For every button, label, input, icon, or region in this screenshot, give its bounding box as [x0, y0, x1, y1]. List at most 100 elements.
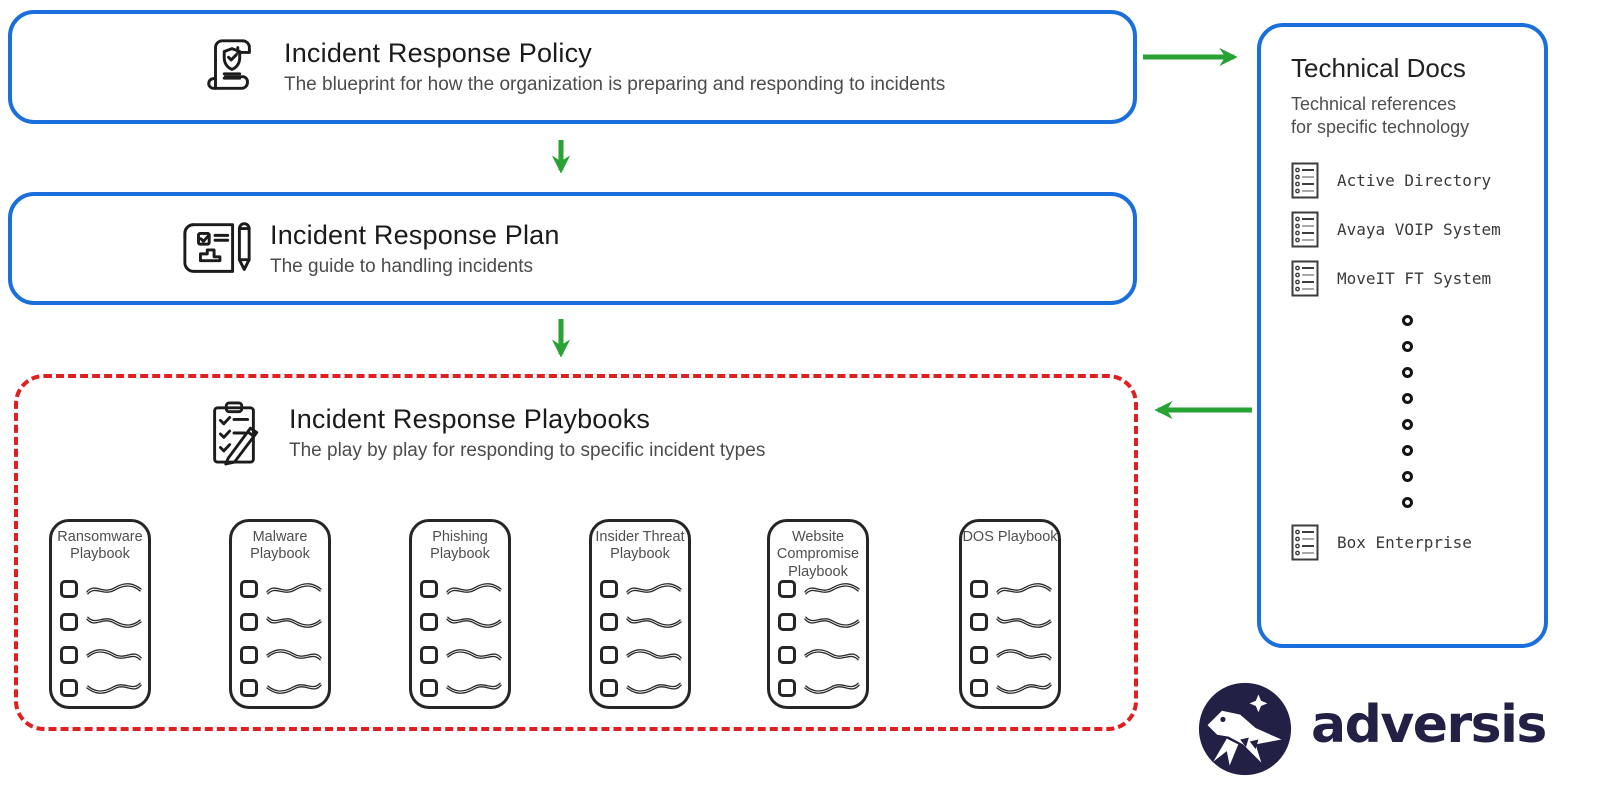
- checklist-row: [238, 645, 323, 665]
- squiggle-line-icon: [625, 583, 682, 595]
- playbooks-clipboard-icon: [213, 401, 259, 466]
- checklist-row: [238, 678, 323, 698]
- checklist-row: [776, 645, 861, 665]
- checkbox-icon: [777, 613, 796, 631]
- tech-doc-item: Active Directory: [1291, 162, 1544, 199]
- vertical-ellipsis: [1397, 314, 1417, 508]
- squiggle-line-icon: [265, 583, 322, 595]
- checkbox-icon: [59, 646, 78, 664]
- checkbox-icon: [599, 613, 618, 631]
- checkbox-icon: [599, 679, 618, 697]
- squiggle-line-icon: [995, 583, 1052, 595]
- checkbox-icon: [777, 679, 796, 697]
- squiggle-line-icon: [625, 649, 682, 661]
- plan-blueprint-icon: [183, 221, 251, 273]
- checklist-row: [776, 678, 861, 698]
- squiggle-line-icon: [85, 682, 142, 694]
- checkbox-icon: [59, 580, 78, 598]
- adversis-logo: adversis: [1197, 681, 1547, 777]
- ellipsis-dot: [1401, 470, 1413, 482]
- policy-scroll-icon: [207, 39, 251, 90]
- checkbox-icon: [239, 679, 258, 697]
- checklist-row: [58, 612, 143, 632]
- squiggle-line-icon: [445, 682, 502, 694]
- tech-doc-item: MoveIT FT System: [1291, 260, 1544, 297]
- tech-doc-label: Active Directory: [1337, 170, 1492, 190]
- checklist-row: [598, 612, 683, 632]
- playbook-checklist: [776, 579, 861, 698]
- checklist-row: [418, 579, 503, 599]
- tech-doc-label: Avaya VOIP System: [1337, 219, 1501, 239]
- playbook-card-title: Insider Threat Playbook: [595, 529, 685, 563]
- policy-text: Incident Response Policy The blueprint f…: [284, 38, 945, 96]
- checklist-row: [968, 645, 1053, 665]
- technical-docs-title: Technical Docs: [1291, 53, 1466, 83]
- checklist-row: [598, 678, 683, 698]
- playbook-card-title: Ransomware Playbook: [57, 529, 143, 563]
- squiggle-line-icon: [85, 649, 142, 661]
- checkbox-icon: [419, 613, 438, 631]
- squiggle-line-icon: [995, 649, 1052, 661]
- checklist-row: [58, 678, 143, 698]
- doc-list-icon: [1291, 260, 1319, 297]
- doc-list-icon: [1291, 162, 1319, 199]
- squiggle-line-icon: [445, 583, 502, 595]
- incident-response-playbooks-box: Incident Response Playbooks The play by …: [14, 374, 1138, 731]
- checklist-row: [418, 645, 503, 665]
- doc-list-icon: [1291, 524, 1319, 561]
- checkbox-icon: [969, 613, 988, 631]
- technical-docs-list-tail: Box Enterprise: [1291, 524, 1544, 561]
- ellipsis-dot: [1401, 418, 1413, 430]
- checklist-row: [968, 612, 1053, 632]
- checkbox-icon: [969, 580, 988, 598]
- checkbox-icon: [239, 580, 258, 598]
- playbook-checklist: [598, 579, 683, 698]
- bird-logo-icon: [1198, 682, 1292, 776]
- incident-response-plan-box: Incident Response Plan The guide to hand…: [8, 192, 1137, 305]
- ellipsis-dot: [1401, 392, 1413, 404]
- checkbox-icon: [419, 580, 438, 598]
- playbook-card-title: Website Compromise Playbook: [776, 529, 860, 580]
- checkbox-icon: [969, 679, 988, 697]
- checklist-row: [58, 579, 143, 599]
- playbooks-header: Incident Response Playbooks The play by …: [203, 398, 765, 468]
- checklist-row: [238, 579, 323, 599]
- squiggle-line-icon: [265, 682, 322, 694]
- technical-docs-box: Technical Docs Technical references for …: [1257, 23, 1548, 648]
- playbook-card-malware: Malware Playbook: [229, 519, 331, 709]
- policy-subtitle: The blueprint for how the organization i…: [284, 74, 946, 95]
- checklist-row: [238, 612, 323, 632]
- squiggle-line-icon: [803, 682, 860, 694]
- playbooks-subtitle: The play by play for responding to speci…: [289, 440, 766, 461]
- squiggle-line-icon: [85, 583, 142, 595]
- squiggle-line-icon: [625, 616, 682, 628]
- playbook-card-title: Phishing Playbook: [430, 529, 490, 563]
- playbook-card-ransomware: Ransomware Playbook: [49, 519, 151, 709]
- squiggle-line-icon: [995, 682, 1052, 694]
- checklist-row: [418, 612, 503, 632]
- tech-doc-item: Avaya VOIP System: [1291, 211, 1544, 248]
- squiggle-line-icon: [85, 616, 142, 628]
- checklist-row: [598, 645, 683, 665]
- playbook-card-title: DOS Playbook: [962, 529, 1058, 545]
- playbook-checklist: [238, 579, 323, 698]
- squiggle-line-icon: [803, 583, 860, 595]
- squiggle-line-icon: [625, 682, 682, 694]
- tech-doc-label: MoveIT FT System: [1337, 268, 1492, 288]
- squiggle-line-icon: [803, 616, 860, 628]
- playbook-checklist: [418, 579, 503, 698]
- checkbox-icon: [239, 646, 258, 664]
- ellipsis-dot: [1401, 314, 1413, 326]
- ellipsis-dot: [1401, 444, 1413, 456]
- checklist-row: [58, 645, 143, 665]
- plan-text: Incident Response Plan The guide to hand…: [270, 220, 560, 278]
- playbook-checklist: [58, 579, 143, 698]
- squiggle-line-icon: [265, 616, 322, 628]
- checklist-row: [776, 612, 861, 632]
- squiggle-line-icon: [445, 616, 502, 628]
- playbook-card-insider-threat: Insider Threat Playbook: [589, 519, 691, 709]
- checkbox-icon: [969, 646, 988, 664]
- checkbox-icon: [777, 646, 796, 664]
- playbook-card-website-compromise: Website Compromise Playbook: [767, 519, 869, 709]
- plan-subtitle: The guide to handling incidents: [270, 255, 534, 277]
